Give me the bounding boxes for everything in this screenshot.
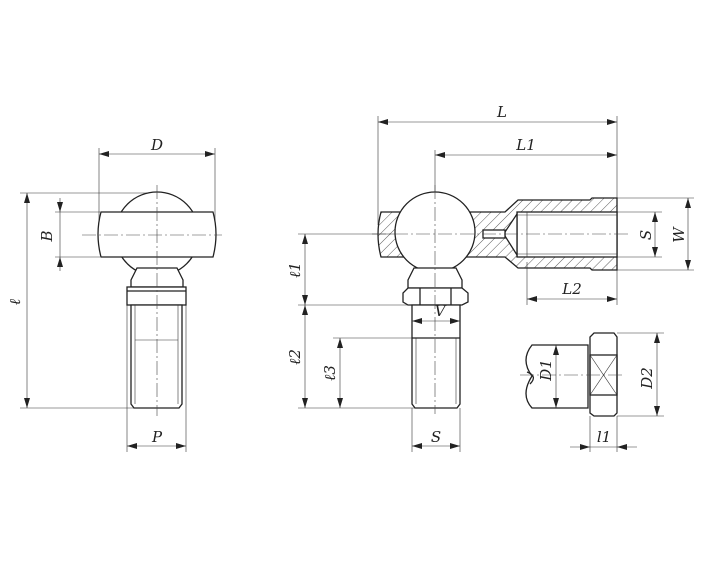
dim-label-l1: ℓ1 [286,262,304,278]
side-section-view [298,116,694,452]
dim-label-L2: L2 [561,280,582,298]
dim-label-P: P [151,428,163,446]
hex-head-detail [520,332,664,452]
front-view [20,148,222,452]
dim-label-l2: ℓ2 [286,349,304,365]
dim-label-B: B [38,230,56,242]
dim-label-W: W [670,226,688,243]
dim-label-V: V [435,302,448,320]
dim-label-l3: ℓ3 [321,365,339,381]
dim-label-S-bore: S [637,230,655,240]
dim-label-L1: L1 [515,136,536,154]
dim-label-L: L [496,103,507,121]
dim-label-l1-detail: l1 [597,428,611,446]
dim-label-S-thread: S [431,428,441,446]
dim-label-D1: D1 [537,359,555,382]
dim-label-D2: D2 [638,367,656,390]
dim-label-D: D [150,136,163,154]
dim-label-l: ℓ [6,299,24,305]
